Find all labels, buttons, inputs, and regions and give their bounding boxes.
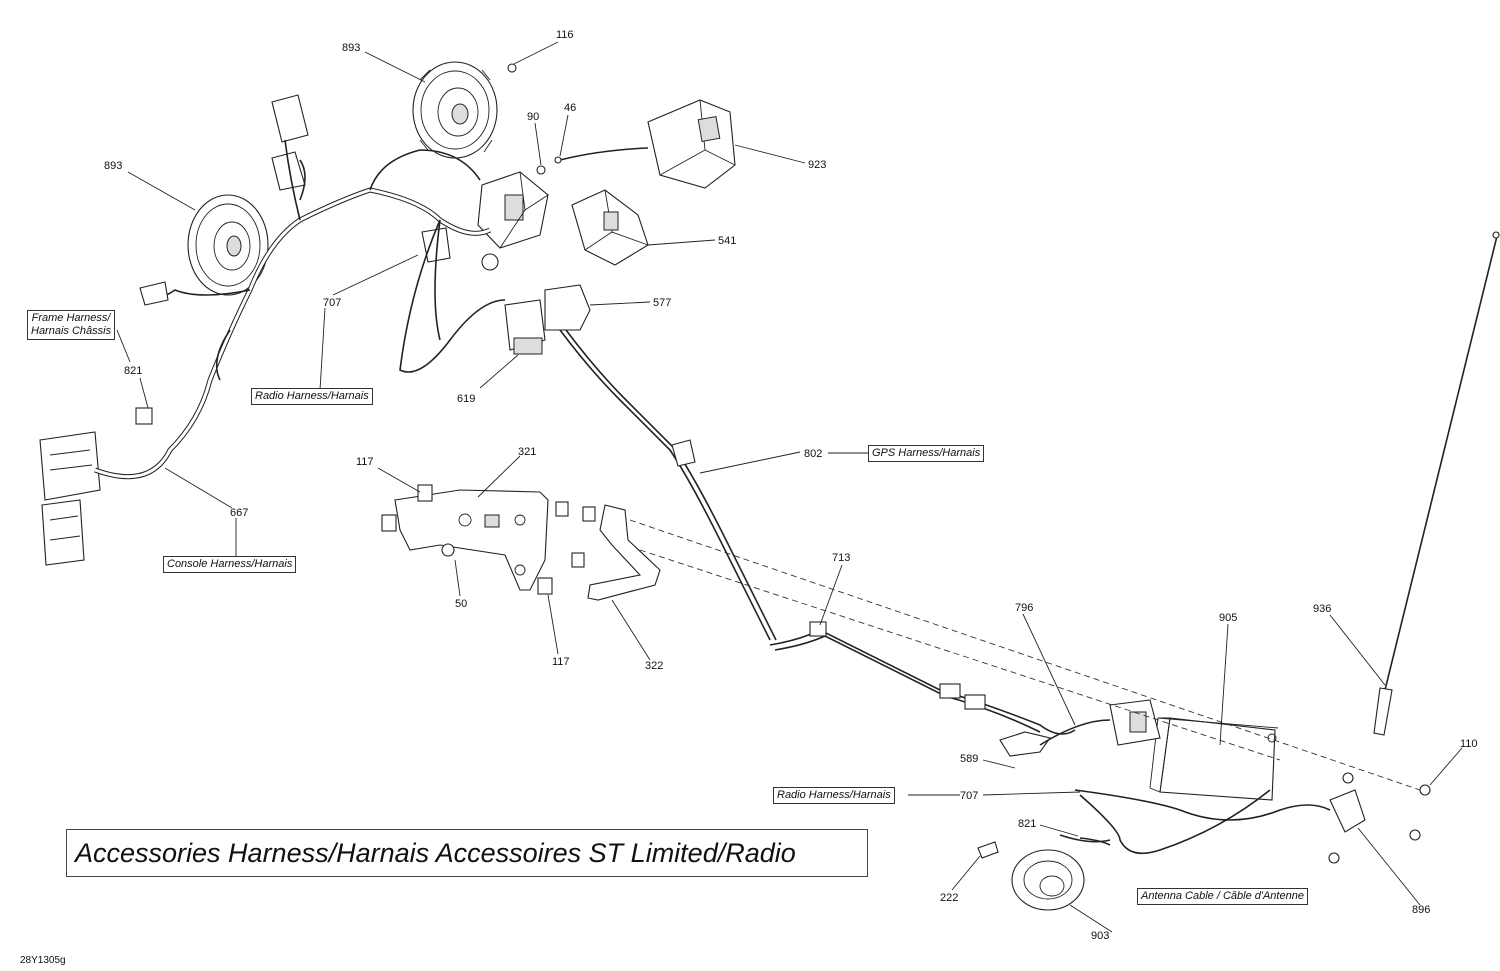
console-harness-label: Console Harness/Harnais: [163, 556, 297, 573]
alignment-lines: [629, 519, 1421, 791]
antenna-cable-903: [1011, 849, 1085, 911]
gps-harness-802: [559, 329, 1076, 735]
callout-802: 802: [804, 448, 822, 460]
callout-117-upper: 117: [356, 456, 374, 468]
diagram-title: Accessories Harness/Harnais Accessoires …: [75, 837, 796, 868]
callout-589: 589: [960, 753, 978, 765]
callout-905: 905: [1219, 612, 1237, 624]
callout-619: 619: [457, 393, 475, 405]
antenna-936: [1373, 231, 1500, 736]
callout-896: 896: [1412, 904, 1430, 916]
callout-50: 50: [455, 598, 467, 610]
callout-117-lower: 117: [552, 656, 570, 668]
callout-821-lower: 821: [1018, 818, 1036, 830]
speaker-893-top: [412, 61, 498, 159]
radio-module-905: [1149, 717, 1279, 801]
callout-110: 110: [1460, 738, 1478, 750]
callout-923: 923: [808, 159, 826, 171]
bracket-321: [394, 489, 549, 591]
switch-923: [559, 99, 736, 189]
callout-577: 577: [653, 297, 671, 309]
callout-321: 321: [518, 446, 536, 458]
gps-harness-label: GPS Harness/Harnais: [868, 445, 985, 462]
clips-117: [135, 407, 596, 595]
callout-322: 322: [645, 660, 663, 672]
callout-707-lower: 707: [960, 790, 978, 802]
callout-903: 903: [1091, 930, 1109, 942]
radio-harness-lower-label: Radio Harness/Harnais: [773, 787, 895, 804]
wire-harness-upper: [94, 139, 506, 480]
radio-head-unit: [477, 171, 549, 271]
callout-796: 796: [1015, 602, 1033, 614]
bracket-322: [587, 504, 661, 601]
callout-707-upper: 707: [323, 297, 341, 309]
callout-116: 116: [556, 29, 574, 41]
console-connector-667: [39, 431, 101, 566]
callout-541: 541: [718, 235, 736, 247]
connector-796: [1109, 699, 1161, 746]
callout-713: 713: [832, 552, 850, 564]
speaker-893-left: [187, 194, 269, 296]
connectors-577-619: [504, 284, 591, 355]
harness-lower: [1059, 789, 1331, 855]
frame-harness-label: Frame Harness/ Harnais Châssis: [27, 310, 116, 340]
antenna-cable-label: Antenna Cable / Câble d'Antenne: [1137, 888, 1308, 905]
callout-893-left: 893: [104, 160, 122, 172]
connector-589: [999, 719, 1111, 757]
radio-harness-upper-label: Radio Harness/Harnais: [251, 388, 373, 405]
callout-numbers: 116 893 90 46 923 893 541 577 707 821 61…: [104, 29, 1478, 942]
callout-222: 222: [940, 892, 958, 904]
callout-46: 46: [564, 102, 576, 114]
callout-667: 667: [230, 507, 248, 519]
leader-lines: [116, 41, 1463, 933]
callout-821-left: 821: [124, 365, 142, 377]
callout-893-top: 893: [342, 42, 360, 54]
callout-90: 90: [527, 111, 539, 123]
fasteners: [139, 63, 1431, 864]
antenna-mount-896: [1329, 789, 1366, 833]
diagram-title-box: Accessories Harness/Harnais Accessoires …: [66, 829, 868, 877]
harness-connectors-upper: [271, 94, 451, 263]
drawing-code: 28Y1305g: [20, 955, 66, 966]
callout-936: 936: [1313, 603, 1331, 615]
cover-541: [571, 189, 649, 266]
